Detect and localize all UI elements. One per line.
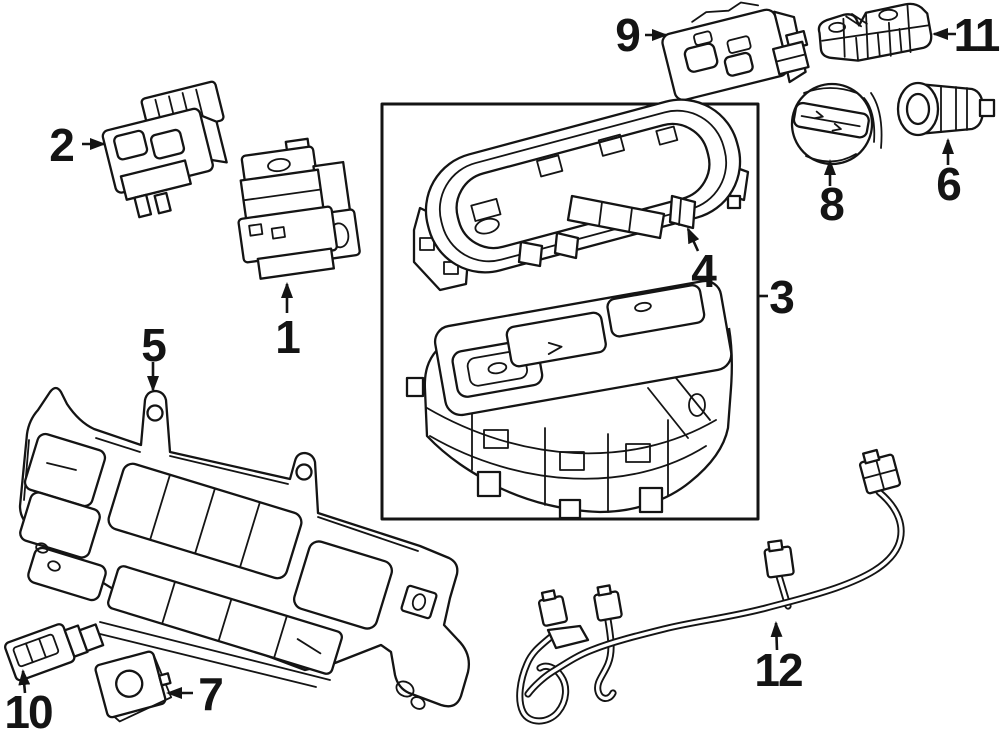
callout-7[interactable]: 7	[166, 668, 224, 720]
callout-10-leader-arrow	[18, 669, 31, 694]
callout-10[interactable]: 10	[4, 669, 54, 730]
part-11-switch-block	[817, 2, 933, 62]
harness-connector-middle	[763, 539, 795, 579]
callout-2-label[interactable]: 2	[49, 119, 75, 171]
callout-3[interactable]: 3	[757, 271, 795, 323]
callout-1[interactable]: 1	[275, 282, 302, 363]
harness-clip	[546, 624, 590, 650]
part-12-wire-harness	[516, 448, 905, 725]
part-4-bezel	[412, 98, 750, 292]
part-8-knob	[790, 82, 883, 166]
callout-12-label[interactable]: 12	[754, 644, 804, 696]
callout-6-label[interactable]: 6	[936, 158, 962, 210]
part-3-console-assembly	[405, 279, 733, 520]
part-7-cap	[94, 650, 173, 723]
part-10-switch	[4, 623, 105, 682]
harness-connector-left-a	[537, 589, 569, 627]
callout-4-leader-arrow	[686, 227, 700, 252]
harness-connector-right	[858, 448, 902, 495]
callout-11-label[interactable]: 11	[954, 9, 1000, 61]
part-6-socket	[896, 81, 996, 137]
callout-3-label[interactable]: 3	[769, 271, 795, 323]
callout-11[interactable]: 11	[932, 9, 1000, 61]
part-9-switch-panel	[661, 1, 810, 102]
callout-12-leader-arrow	[770, 621, 783, 651]
callout-7-label[interactable]: 7	[198, 668, 224, 720]
callout-2[interactable]: 2	[49, 119, 106, 171]
callout-8[interactable]: 8	[819, 159, 846, 230]
part-1-switch-assembly	[237, 137, 361, 280]
callout-5[interactable]: 5	[141, 319, 168, 392]
callout-5-label[interactable]: 5	[141, 319, 168, 371]
callout-10-label[interactable]: 10	[4, 686, 54, 730]
callout-8-label[interactable]: 8	[819, 178, 846, 230]
callout-9-label[interactable]: 9	[615, 9, 641, 61]
callout-4[interactable]: 4	[686, 227, 719, 297]
callout-4-label[interactable]: 4	[691, 245, 719, 297]
harness-connector-left-b	[593, 584, 623, 622]
callout-12[interactable]: 12	[754, 621, 804, 696]
part-5-control-panel	[18, 386, 471, 710]
callout-6[interactable]: 6	[936, 138, 962, 210]
callout-9[interactable]: 9	[615, 9, 668, 61]
part-2-switch	[101, 80, 228, 219]
callout-1-label[interactable]: 1	[275, 311, 302, 363]
